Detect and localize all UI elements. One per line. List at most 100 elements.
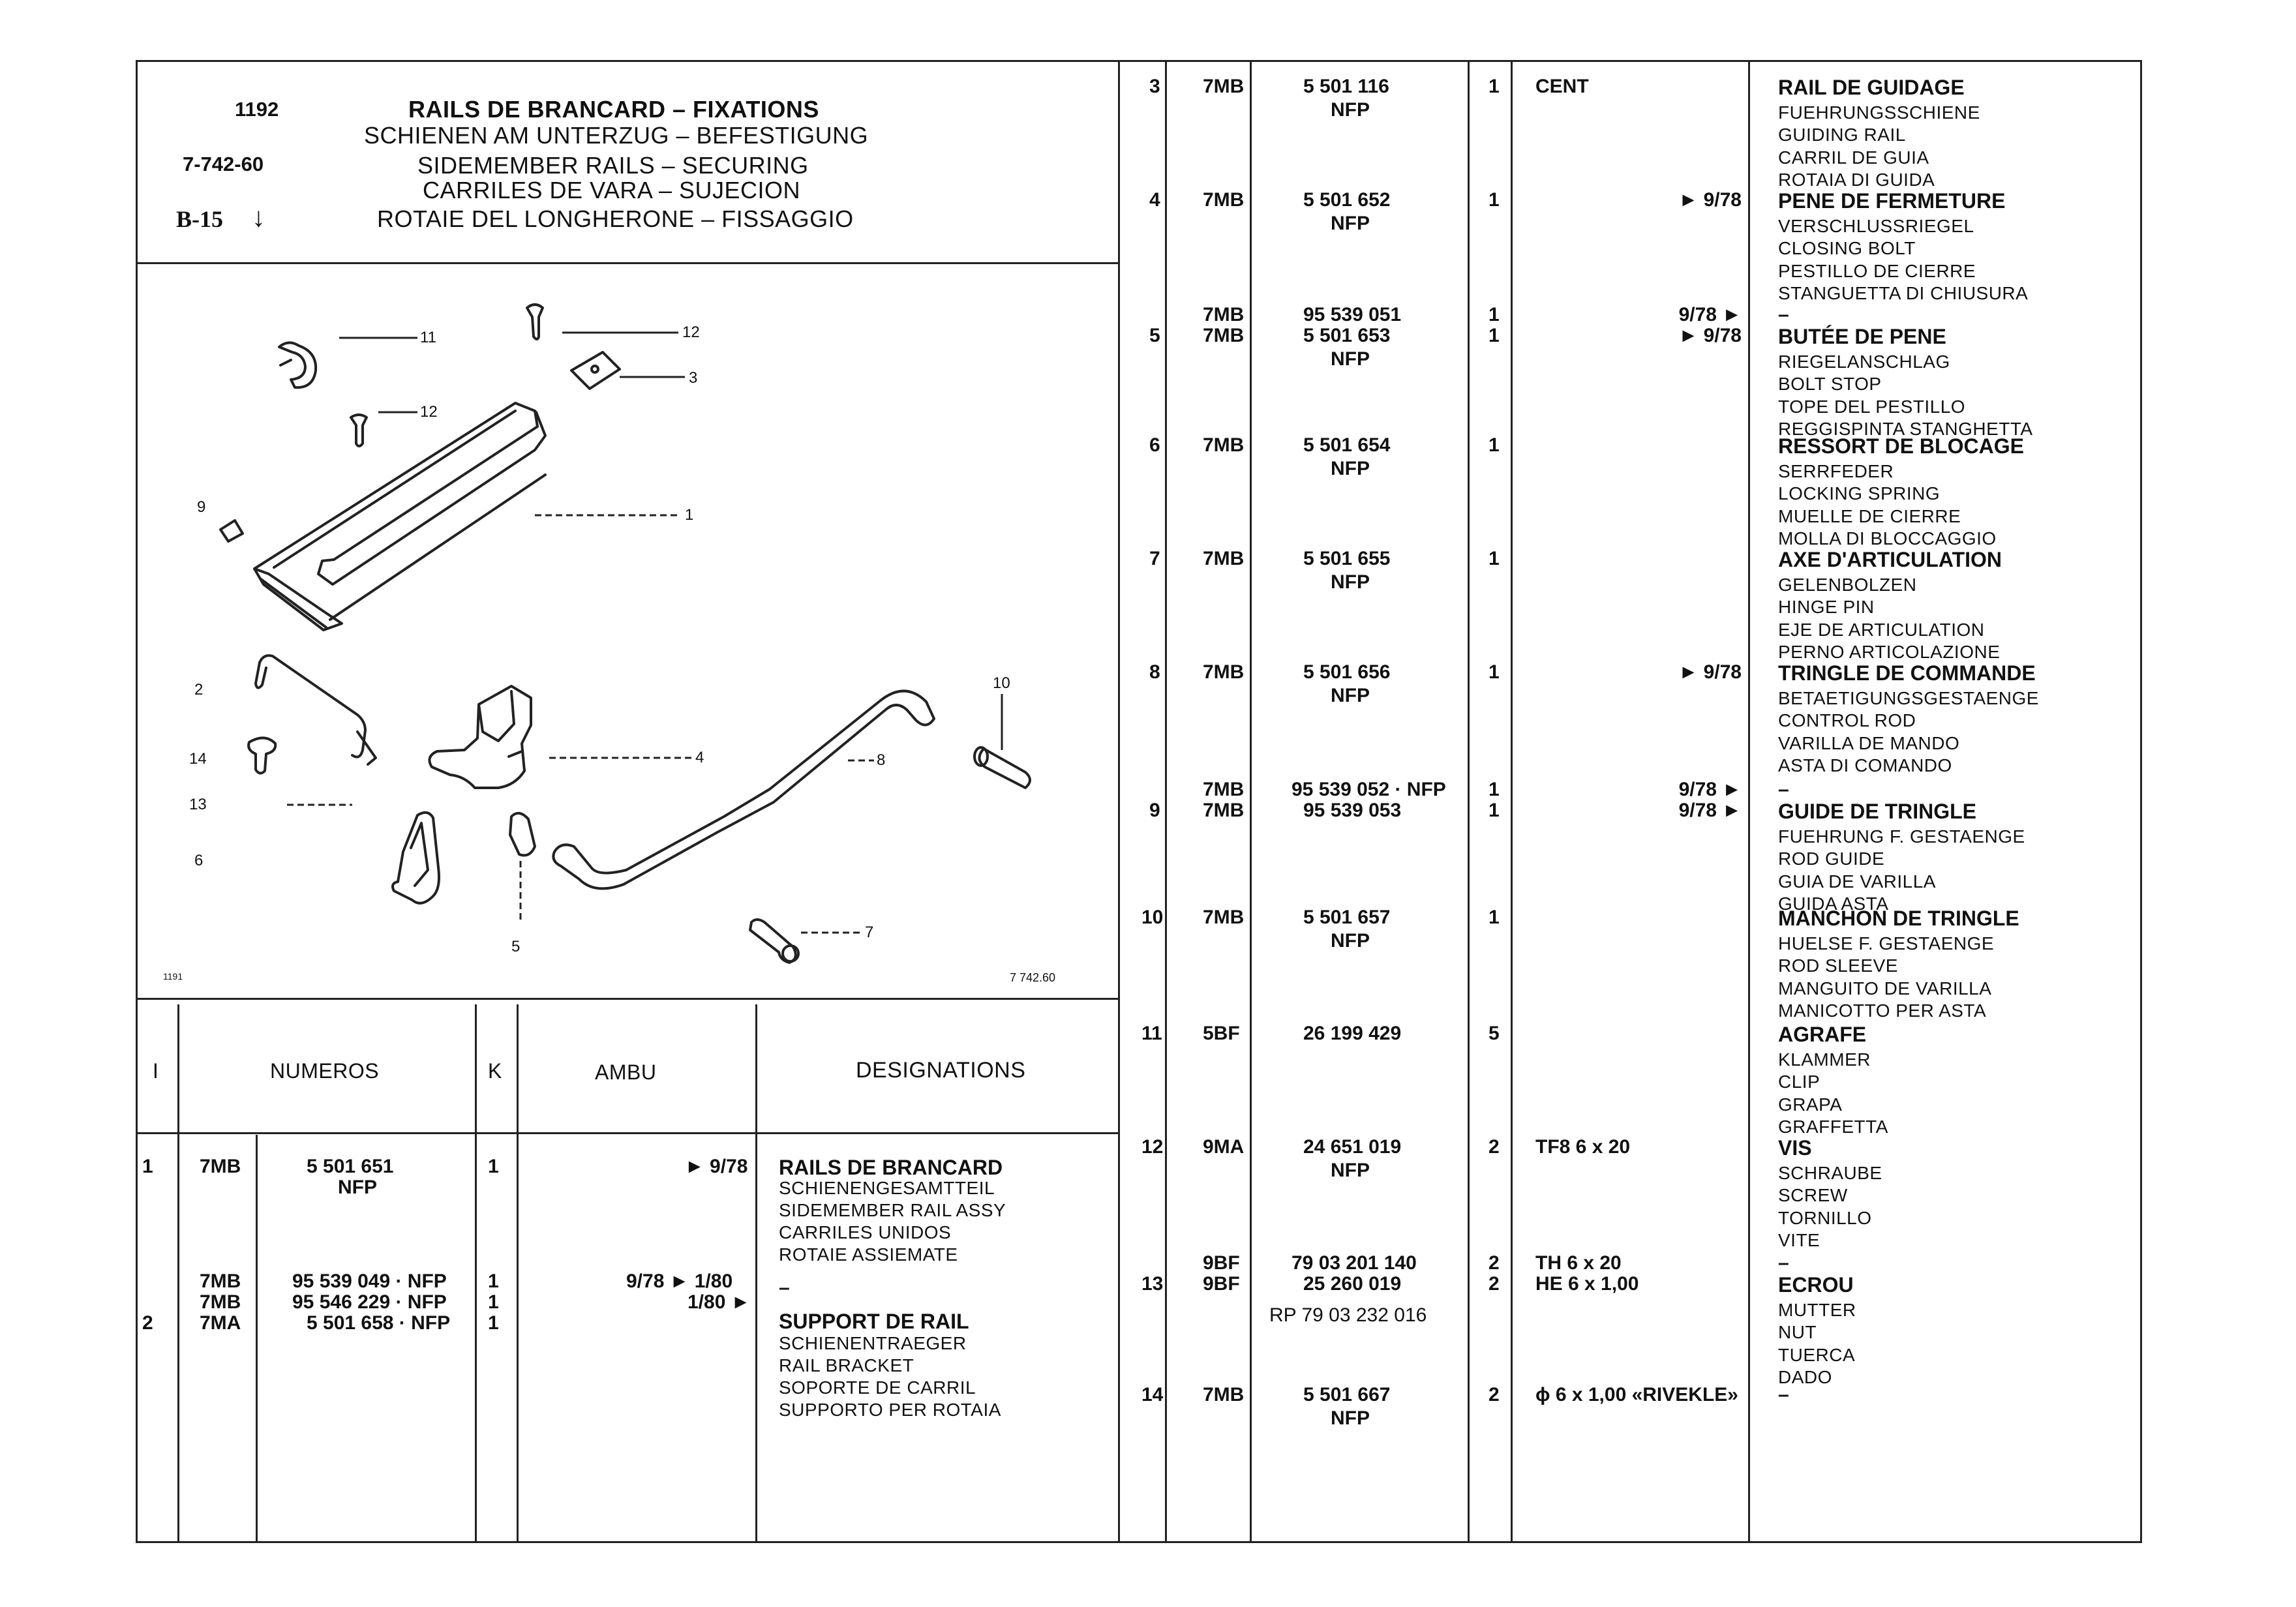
rrow-3-prefix: 7MB — [1203, 325, 1245, 346]
row-2-prefix: 7MA — [200, 1312, 241, 1334]
rrow-9-k: 1 — [1488, 907, 1500, 928]
rrow-6-k: 1 — [1488, 661, 1500, 683]
rrow-5-index: 7 — [1149, 548, 1160, 569]
rrow-10-k: 5 — [1488, 1023, 1500, 1044]
rrow-9-desig-3: MANGUITO DE VARILLA — [1778, 978, 1992, 999]
title-it: ROTAIE DEL LONGHERONE – FISSAGGIO — [377, 205, 854, 232]
callout-14: 14 — [189, 750, 207, 768]
col-header-numeros: NUMEROS — [270, 1059, 380, 1083]
rcol-line-i — [1165, 60, 1167, 1543]
rrow-0-number-1: NFP — [1331, 99, 1370, 121]
rrow-13-desig-4: DADO — [1778, 1367, 1832, 1387]
rrow-2-number-0: 95 539 051 — [1303, 304, 1402, 325]
callout-8: 8 — [877, 751, 886, 769]
small-part-9 — [219, 519, 244, 543]
rrow-7-number-0: 95 539 052 · NFP — [1292, 779, 1446, 800]
rrow-3-ambu: ► 9/78 — [1678, 325, 1742, 346]
catalog-ref: 7-742-60 — [183, 153, 264, 175]
rrow-3-desig-0: BUTÉE DE PENE — [1778, 325, 1946, 348]
rrow-1-number-1: NFP — [1331, 213, 1370, 234]
rrow-7-prefix: 7MB — [1203, 779, 1245, 800]
row-1-prefix: 7MB — [200, 1156, 241, 1177]
rrow-13-desig-3: TUERCA — [1778, 1344, 1856, 1365]
rrow-0-ambu: CENT — [1535, 76, 1589, 97]
rrow-6-desig-3: VARILLA DE MANDO — [1778, 732, 1960, 753]
row-2-index: 2 — [142, 1312, 153, 1334]
rrow-13-desig-1: MUTTER — [1778, 1299, 1856, 1320]
rrow-6-index: 8 — [1149, 661, 1160, 683]
callout-11: 11 — [420, 329, 436, 346]
catalog-code: 1192 — [235, 98, 279, 121]
callout-12-second: 12 — [420, 403, 438, 421]
rrow-9-prefix: 7MB — [1203, 907, 1245, 928]
col-header-ambu: AMBU — [595, 1060, 657, 1084]
rrow-4-desig-3: MUELLE DE CIERRE — [1778, 505, 1961, 526]
rrow-9-number-1: NFP — [1331, 930, 1370, 952]
row-1-desig-fr: RAILS DE BRANCARD — [779, 1156, 1003, 1179]
hinge-pin-part — [749, 918, 797, 964]
rrow-8-ambu: 9/78 ► — [1678, 800, 1742, 821]
rrow-11-prefix: 9MA — [1203, 1136, 1245, 1158]
rcol-line-k — [1511, 60, 1513, 1543]
rrow-10-desig-3: GRAPA — [1778, 1094, 1843, 1115]
rrow-3-k: 1 — [1488, 325, 1500, 346]
rrow-3-desig-1: RIEGELANSCHLAG — [1778, 351, 1950, 372]
rrow-11-k: 2 — [1488, 1136, 1500, 1158]
rrow-12-prefix: 9BF — [1203, 1252, 1240, 1274]
rrow-8-desig-1: FUEHRUNG F. GESTAENGE — [1778, 826, 2025, 847]
rrow-4-k: 1 — [1488, 434, 1500, 456]
rrow-0-desig-3: CARRIL DE GUIA — [1778, 147, 1929, 168]
rrow-14-desig-0: – — [1778, 1384, 1789, 1405]
rrow-1-desig-2: CLOSING BOLT — [1778, 238, 1916, 258]
row-1b-number-a: 95 539 049 · NFP — [292, 1270, 447, 1292]
row-1-desig-it: ROTAIE ASSIEMATE — [779, 1244, 958, 1265]
rrow-0-k: 1 — [1488, 76, 1500, 97]
rrow-3-number-0: 5 501 653 — [1303, 325, 1391, 346]
rrow-6-number-1: NFP — [1331, 685, 1370, 706]
page-frame — [136, 60, 2142, 1543]
row-2-desig-it: SUPPORTO PER ROTAIA — [779, 1400, 1001, 1420]
rrow-5-desig-0: AXE D'ARTICULATION — [1778, 548, 2002, 571]
rrow-6-desig-1: BETAETIGUNGSGESTAENGE — [1778, 687, 2039, 708]
col-line-i — [177, 1004, 179, 1543]
rrow-1-number-0: 5 501 652 — [1303, 189, 1391, 211]
rrow-4-prefix: 7MB — [1203, 434, 1245, 456]
rrow-2-ambu: 9/78 ► — [1678, 304, 1742, 325]
rrow-8-number-0: 95 539 053 — [1303, 800, 1402, 821]
rrow-1-k: 1 — [1488, 189, 1500, 211]
col-header-designations: DESIGNATIONS — [856, 1058, 1026, 1083]
rrow-8-desig-4: GUIDA ASTA — [1778, 894, 1889, 914]
rrow-6-desig-2: CONTROL ROD — [1778, 710, 1916, 730]
rrow-5-desig-2: HINGE PIN — [1778, 597, 1875, 617]
col-header-i: I — [153, 1059, 159, 1083]
rrow-14-number-0: 5 501 667 — [1303, 1384, 1391, 1405]
clip-part — [278, 341, 318, 389]
illustration-bottom — [136, 998, 1118, 1000]
rrow-0-desig-4: ROTAIA DI GUIDA — [1778, 170, 1935, 190]
header-separator — [136, 262, 1118, 264]
rrow-1-prefix: 7MB — [1203, 189, 1245, 211]
rrow-5-desig-3: EJE DE ARTICULATION — [1778, 619, 1985, 640]
callout-7: 7 — [865, 924, 874, 941]
rrow-0-index: 3 — [1149, 76, 1160, 97]
row-1b-desig: – — [779, 1277, 790, 1299]
rod-guide-part — [509, 811, 536, 857]
rrow-4-desig-4: MOLLA DI BLOCCAGGIO — [1778, 528, 1997, 548]
rrow-1-desig-0: PENE DE FERMETURE — [1778, 189, 2006, 213]
rrow-5-desig-4: PERNO ARTICOLAZIONE — [1778, 642, 2001, 662]
callout-13: 13 — [189, 796, 207, 813]
rrow-11-number-0: 24 651 019 — [1303, 1136, 1402, 1158]
rrow-4-number-0: 5 501 654 — [1303, 434, 1391, 456]
rrow-11-index: 12 — [1141, 1136, 1164, 1158]
row-1-desig-es: CARRILES UNIDOS — [779, 1222, 952, 1242]
row-1-index: 1 — [142, 1156, 153, 1177]
rrow-7-desig-0: – — [1778, 779, 1789, 800]
rrow-5-number-1: NFP — [1331, 571, 1370, 593]
rrow-5-number-0: 5 501 655 — [1303, 548, 1391, 569]
sheet-arrow: ↓ — [252, 202, 265, 232]
rrow-13-desig-2: NUT — [1778, 1322, 1817, 1342]
rcol-line-prefix — [1250, 60, 1252, 1543]
rail-frame-part — [253, 402, 547, 586]
rrow-14-prefix: 7MB — [1203, 1384, 1245, 1405]
rrow-8-desig-3: GUIA DE VARILLA — [1778, 871, 1936, 892]
